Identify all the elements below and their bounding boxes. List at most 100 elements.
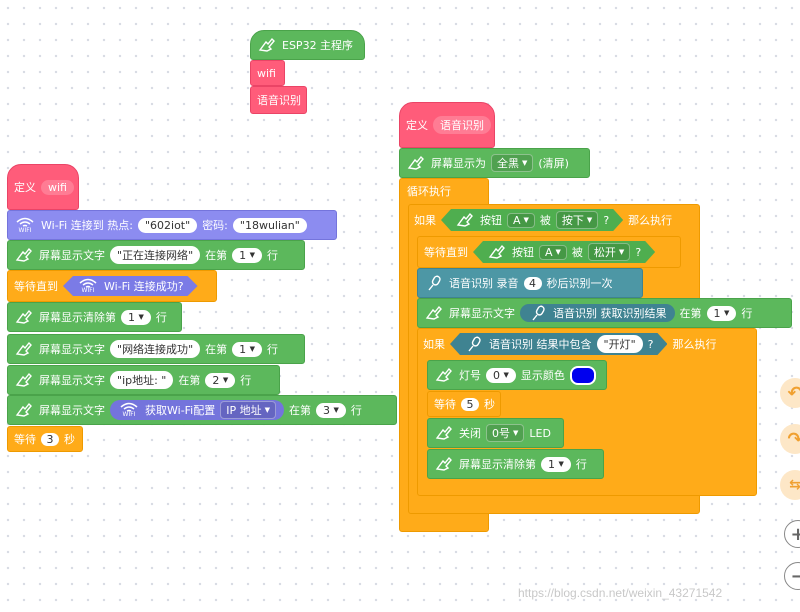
esp32-main-hat-block[interactable]: ESP32 主程序: [250, 30, 365, 60]
wifi-connect-block[interactable]: WIFI Wi-Fi 连接到 热点: "602iot" 密码: "18wulia…: [7, 210, 337, 240]
show-text-ip-block[interactable]: 屏幕显示文字 "ip地址: " 在第 2 ▼ 行: [7, 365, 280, 395]
at-row-label: 在第: [679, 307, 702, 320]
row-suffix: 行: [267, 249, 279, 262]
wifi-badge: WIFI: [81, 287, 95, 294]
led-num-dropdown[interactable]: 0 ▼: [486, 367, 516, 383]
dropdown-arrow-icon: ▼: [522, 159, 528, 167]
question-mark: ?: [635, 245, 642, 259]
wait-seconds-input[interactable]: 5: [461, 397, 479, 411]
hand-icon: [435, 367, 452, 382]
contains-label: 语音识别 结果中包含: [489, 338, 592, 351]
dropdown-arrow-icon: ▼: [249, 345, 256, 353]
row-dropdown[interactable]: 1 ▼: [232, 247, 263, 263]
call-voice-label: 语音识别: [257, 94, 301, 107]
button-a-dropdown[interactable]: A▼: [507, 213, 535, 228]
wifi-connected-condition[interactable]: WIFI Wi-Fi 连接成功?: [63, 276, 198, 296]
microphone-icon: [464, 336, 484, 352]
hand-icon: [407, 155, 424, 170]
hand-icon: [425, 305, 442, 320]
question-mark: ?: [603, 213, 610, 227]
show-text-connecting-block[interactable]: 屏幕显示文字 "正在连接网络" 在第 1 ▼ 行: [7, 240, 305, 270]
dropdown-arrow-icon: ▼: [249, 251, 256, 259]
released-dropdown[interactable]: 松开▼: [588, 243, 630, 261]
dropdown-arrow-icon: ▼: [503, 371, 509, 379]
close-led-block[interactable]: 关闭 0号▼ LED: [427, 418, 564, 448]
is-label: 被: [539, 214, 551, 227]
led-color-block[interactable]: 灯号 0 ▼ 显示颜色: [427, 360, 607, 390]
wait-until-release-block[interactable]: 等待直到 按钮 A▼ 被 松开▼ ?: [417, 236, 681, 268]
show-voice-result-block[interactable]: 屏幕显示文字 语音识别 获取识别结果 在第 1 ▼ 行: [417, 298, 792, 328]
ip-option-dropdown[interactable]: IP 地址▼: [220, 401, 277, 419]
led-suffix: LED: [529, 426, 551, 440]
if-label: 如果: [414, 214, 436, 227]
wait-seconds-block[interactable]: 等待 3 秒: [7, 426, 83, 452]
wait-5-seconds-block[interactable]: 等待 5 秒: [427, 391, 501, 417]
call-voice-block[interactable]: 语音识别: [250, 86, 307, 114]
password-input[interactable]: "18wulian": [232, 217, 307, 233]
clear-row-block[interactable]: 屏幕显示清除第 1 ▼ 行: [7, 302, 182, 332]
led-option-dropdown[interactable]: 0号▼: [486, 424, 525, 442]
at-row-label: 在第: [205, 249, 228, 262]
result-contains-condition[interactable]: 语音识别 结果中包含 "开灯" ?: [450, 333, 667, 355]
screen-show-as-label: 屏幕显示为: [431, 157, 486, 170]
connecting-text-input[interactable]: "正在连接网络": [110, 246, 201, 264]
then-label: 那么执行: [672, 338, 717, 351]
voice-record-block[interactable]: 语音识别 录音 4 秒后识别一次: [417, 268, 643, 298]
define-name-voice: 语音识别: [433, 116, 491, 134]
button-label: 按钮: [512, 246, 534, 259]
button-a-dropdown[interactable]: A▼: [539, 245, 567, 260]
color-swatch[interactable]: [569, 365, 596, 385]
cleanup-button[interactable]: ⇆: [780, 470, 800, 500]
dropdown-arrow-icon: ▼: [523, 216, 529, 224]
dropdown-arrow-icon: ▼: [333, 406, 339, 414]
then-label: 那么执行: [628, 214, 673, 227]
record-suffix: 秒后识别一次: [546, 277, 613, 290]
show-text-label: 屏幕显示文字: [39, 343, 105, 356]
zoom-out-button[interactable]: −: [784, 562, 800, 590]
zoom-in-button[interactable]: +: [784, 520, 800, 548]
show-text-connected-block[interactable]: 屏幕显示文字 "网络连接成功" 在第 1 ▼ 行: [7, 334, 305, 364]
row-dropdown[interactable]: 1 ▼: [541, 456, 571, 472]
dropdown-arrow-icon: ▼: [555, 248, 561, 256]
row-dropdown[interactable]: 1 ▼: [706, 305, 737, 321]
ip-text-input[interactable]: "ip地址: ": [110, 371, 174, 389]
ssid-input[interactable]: "602iot": [137, 217, 198, 233]
hand-icon: [258, 37, 275, 52]
get-result-label: 语音识别 获取识别结果: [553, 307, 667, 320]
microphone-icon: [532, 305, 545, 321]
define-voice-hat-block[interactable]: 定义 语音识别: [399, 102, 495, 148]
wait-seconds-input[interactable]: 3: [41, 432, 59, 446]
record-seconds-input[interactable]: 4: [523, 276, 542, 290]
seconds-label: 秒: [64, 433, 75, 446]
close-label: 关闭: [459, 427, 481, 440]
row-dropdown[interactable]: 1 ▼: [232, 341, 263, 357]
show-wifi-config-block[interactable]: 屏幕显示文字 WIFI 获取Wi-Fi配置 IP 地址▼ 在第 3 ▼ 行: [7, 395, 397, 425]
undo-button[interactable]: ↶: [780, 378, 800, 408]
row-dropdown[interactable]: 3 ▼: [316, 402, 346, 418]
get-wifi-config-reporter[interactable]: WIFI 获取Wi-Fi配置 IP 地址▼: [110, 400, 285, 420]
clear-row-voice-block[interactable]: 屏幕显示清除第 1 ▼ 行: [427, 449, 604, 479]
wifi-icon: WIFI: [77, 278, 99, 294]
screen-show-as-block[interactable]: 屏幕显示为 全黑▼ (清屏): [399, 148, 590, 178]
row-suffix: 行: [240, 374, 252, 387]
button-released-condition[interactable]: 按钮 A▼ 被 松开▼ ?: [473, 241, 655, 263]
row-dropdown[interactable]: 1 ▼: [121, 309, 151, 325]
call-wifi-block[interactable]: wifi: [250, 60, 285, 86]
wifi-badge: WIFI: [122, 411, 136, 418]
hand-icon: [15, 341, 32, 356]
pressed-dropdown[interactable]: 按下▼: [556, 211, 598, 229]
hand-icon: [435, 425, 452, 440]
button-pressed-condition[interactable]: 按钮 A▼ 被 按下▼ ?: [441, 209, 623, 231]
redo-button[interactable]: ↷: [780, 424, 800, 454]
row-dropdown[interactable]: 2 ▼: [205, 372, 236, 388]
if-contains-header: 如果 语音识别 结果中包含 "开灯" ? 那么执行: [417, 328, 722, 360]
screen-option-dropdown[interactable]: 全黑▼: [491, 154, 534, 172]
define-name-wifi: wifi: [41, 179, 74, 195]
connected-text-input[interactable]: "网络连接成功": [110, 340, 201, 358]
contains-text-input[interactable]: "开灯": [597, 335, 643, 353]
wait-until-wifi-block[interactable]: 等待直到 WIFI Wi-Fi 连接成功?: [7, 270, 217, 302]
define-wifi-hat-block[interactable]: 定义 wifi: [7, 164, 79, 210]
if-button-header: 如果 按钮 A▼ 被 按下▼ ? 那么执行: [408, 204, 678, 236]
get-result-reporter[interactable]: 语音识别 获取识别结果: [520, 304, 675, 322]
dropdown-arrow-icon: ▼: [222, 376, 229, 384]
